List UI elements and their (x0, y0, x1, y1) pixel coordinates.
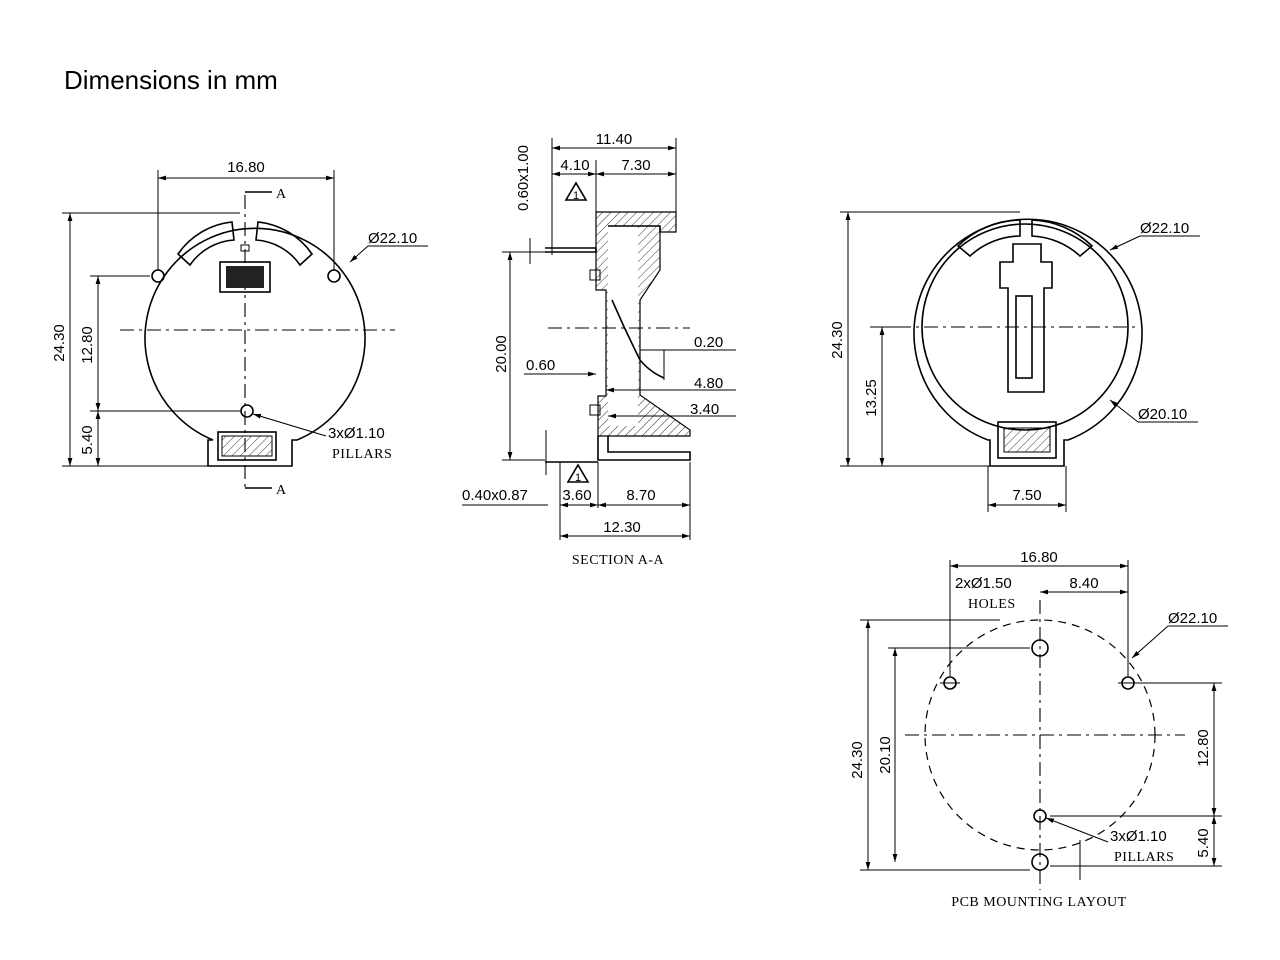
tab (217, 431, 277, 461)
leader-pcb-diameter (1131, 625, 1169, 659)
dim-width-label: 16.80 (227, 159, 265, 176)
section-marker-top-label: A (276, 187, 287, 202)
dim-base-a-label: 3.60 (562, 487, 591, 504)
dim-spring-label: 0.20 (694, 334, 723, 351)
slot-left (176, 221, 235, 267)
contact-plate (226, 266, 264, 288)
dim-tab-width-label: 7.50 (1012, 487, 1041, 504)
dim-base-total-label: 12.30 (603, 519, 641, 536)
section-caption: SECTION A-A (572, 553, 665, 568)
tab-hatch (221, 435, 273, 457)
dim-height-label: 20.00 (493, 335, 510, 373)
pcb-layout: 16.80 8.40 2xØ1.50 HOLES Ø22.10 24.30 20… (849, 549, 1228, 910)
marker (240, 244, 250, 252)
dim-pcb-half-label: 8.40 (1069, 575, 1098, 592)
leader-inner-diameter (1109, 399, 1139, 423)
pillar-hole-bottom (240, 404, 254, 418)
base-plate (597, 436, 691, 461)
slot-right (255, 221, 314, 267)
section-view: 11.40 4.10 7.30 1 0.60x1.00 20.00 0.60 0… (462, 131, 736, 568)
spring-contact (611, 299, 665, 379)
mount-hole-top (1031, 639, 1049, 657)
bottom-tab-hatch (1003, 427, 1051, 453)
warning-triangle-bottom (566, 463, 590, 483)
dim-tab-label: 0.40x0.87 (462, 487, 528, 504)
top-view: 16.80 A A Ø22.10 24.30 12.80 5.40 3xØ1.1… (51, 159, 428, 498)
mount-hole-bottom (1031, 853, 1049, 871)
holder-outline (144, 227, 366, 467)
dim-depth-a-label: 4.10 (560, 157, 589, 174)
holes-label: HOLES (968, 597, 1016, 612)
bottom-outline (913, 218, 1143, 467)
pillars-label: PILLARS (332, 447, 392, 462)
contact-window (219, 261, 271, 293)
dim-pcb-width-label: 16.80 (1020, 549, 1058, 566)
pillar-bottom (1033, 809, 1047, 823)
section-marker-bottom-label: A (276, 483, 287, 498)
bottom-slot-right (1031, 219, 1094, 258)
pillar-hole-left (151, 269, 165, 283)
dim-pcb-height-low-label: 5.40 (1195, 828, 1212, 857)
dim-gap1-label: 4.80 (694, 375, 723, 392)
outer-diameter-label: Ø22.10 (1140, 220, 1189, 237)
dim-wall-label: 0.60 (526, 357, 555, 374)
dim-contact-label: 0.60x1.00 (515, 145, 532, 211)
bottom-slot-left (956, 219, 1021, 258)
leader-outer-diameter (1109, 235, 1141, 251)
dim-pcb-height-total-label: 24.30 (849, 741, 866, 779)
dim-pcb-height-holes-label: 20.10 (877, 736, 894, 774)
bottom-view: Ø22.10 Ø20.10 24.30 13.25 7.50 (829, 211, 1200, 512)
dim-gap2-label: 3.40 (690, 401, 719, 418)
warning-number-bottom: 1 (575, 472, 581, 484)
dim-depth-total-label: 11.40 (596, 131, 632, 148)
leader-pcb-pillars (1045, 817, 1109, 843)
dim-height-low-label: 5.40 (79, 425, 96, 454)
dim-base-b-label: 8.70 (626, 487, 655, 504)
leader-pillars (252, 413, 327, 437)
pcb-caption: PCB MOUNTING LAYOUT (951, 895, 1126, 910)
top-contact (545, 247, 597, 253)
pcb-pillars-label: PILLARS (1114, 850, 1174, 865)
dim-depth-b-label: 7.30 (621, 157, 650, 174)
page-title: Dimensions in mm (64, 65, 278, 95)
pcb-diameter-label: Ø22.10 (1168, 610, 1217, 627)
cavity-top (608, 225, 661, 232)
dim-bottom-height-total-label: 24.30 (829, 321, 846, 359)
bottom-pin (589, 404, 601, 416)
contact-spring (999, 243, 1053, 393)
dim-height-total-label: 24.30 (51, 324, 68, 362)
contact-slot (1015, 295, 1033, 379)
warning-triangle-top (564, 181, 588, 201)
pillar-hole-right (327, 269, 341, 283)
leader-diameter (349, 245, 369, 263)
pillars-count-label: 3xØ1.10 (328, 425, 385, 442)
diameter-label: Ø22.10 (368, 230, 417, 247)
pcb-pillars-count-label: 3xØ1.10 (1110, 828, 1167, 845)
holes-count-label: 2xØ1.50 (955, 575, 1012, 592)
dim-height-mid-label: 12.80 (79, 326, 96, 364)
dim-pcb-height-mid-label: 12.80 (1195, 729, 1212, 767)
inner-diameter-label: Ø20.10 (1138, 406, 1187, 423)
top-pin (589, 269, 601, 281)
bottom-tab (997, 421, 1057, 459)
dim-bottom-height-center-label: 13.25 (863, 379, 880, 417)
warning-number-top: 1 (573, 190, 579, 202)
